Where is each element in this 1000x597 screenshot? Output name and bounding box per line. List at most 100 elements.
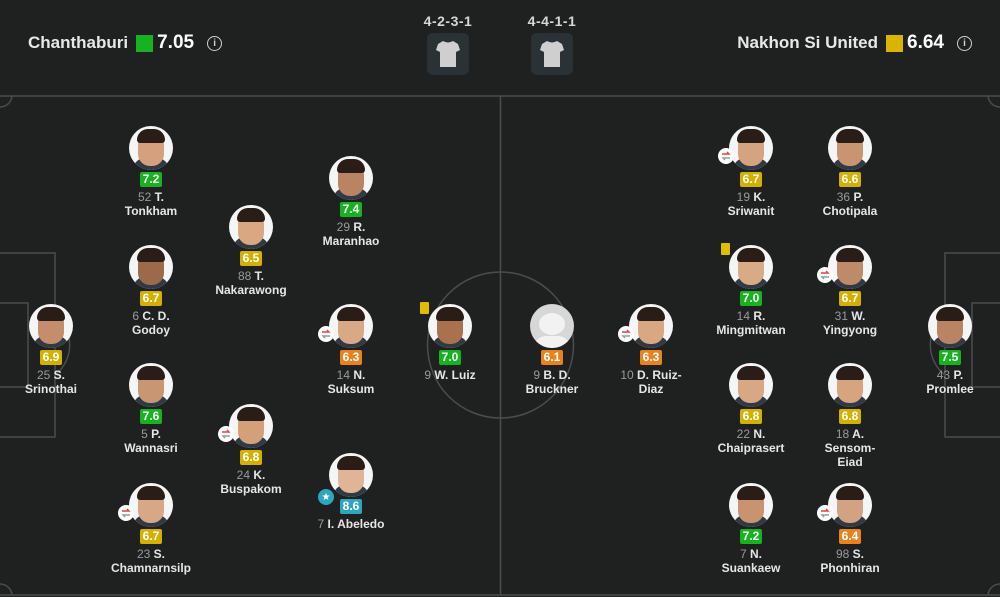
player-avatar[interactable] [928,304,972,348]
player-name: 23 S.Chamnarnsilp [110,547,191,575]
player-rating: 7.0 [739,291,763,306]
player-avatar[interactable] [718,126,773,170]
player-rating: 8.6 [339,499,363,514]
player-name: 5 P.Wannasri [124,427,178,455]
substitution-icon [218,426,234,442]
player-rating: 6.3 [339,350,363,365]
away-player[interactable]: 7.5 43 P.Promlee [895,304,1000,396]
player-number: 88 [237,269,252,283]
player-avatar[interactable] [329,156,373,200]
player-name: 88 T.Nakarawong [215,269,287,297]
player-avatar[interactable] [420,302,472,348]
match-header: Chanthaburi 7.05 i 4-2-3-1 4-4-1-1 Nakho… [0,0,1000,95]
player-name: 6 C. D.Godoy [132,309,170,337]
player-rating: 7.2 [139,172,163,187]
info-icon[interactable]: i [957,35,972,51]
player-rating: 6.7 [139,291,163,306]
away-team-summary[interactable]: Nakhon Si United 6.64 i [737,32,972,54]
player-name: 9 W. Luiz [424,368,476,382]
home-team-rating: 7.05 [157,32,195,53]
home-team-name[interactable]: Chanthaburi [28,33,129,52]
player-avatar[interactable] [721,243,773,289]
away-team-rating: 6.64 [907,32,944,53]
player-avatar[interactable] [218,404,273,448]
player-name: 14 R.Mingmitwan [716,309,786,337]
substitution-icon [817,505,833,521]
away-team-name[interactable]: Nakhon Si United [737,33,879,52]
player-avatar[interactable] [129,126,173,170]
home-rating-badge-icon [136,34,154,52]
player-number: 24 [236,468,250,482]
info-icon[interactable]: i [207,35,223,51]
player-avatar[interactable] [29,304,73,348]
player-rating: 7.5 [938,350,962,365]
player-avatar[interactable] [828,126,872,170]
player-number: 9 [533,368,540,382]
player-name: 14 N.Suksum [327,368,375,396]
player-rating: 6.8 [838,409,862,424]
player-name: 18 A.Sensom-Eiad [824,427,876,469]
player-number: 10 [620,368,634,382]
away-formation: 4-4-1-1 [517,13,587,75]
player-avatar[interactable] [618,304,673,348]
player-rating: 6.1 [540,350,564,365]
player-avatar[interactable] [129,245,173,289]
home-player[interactable]: 6.9 25 S.Srinothai [0,304,106,396]
player-name: 43 P.Promlee [926,368,974,396]
player-rating: 7.2 [739,529,763,544]
player-name: 25 S.Srinothai [24,368,77,396]
player-avatar[interactable] [729,363,773,407]
player-avatar[interactable] [318,304,373,348]
player-avatar[interactable] [229,205,273,249]
player-name: 22 N.Chaiprasert [717,427,785,455]
home-team-summary[interactable]: Chanthaburi 7.05 i [28,32,223,54]
home-player[interactable]: 7.0 9 W. Luiz [395,302,505,382]
home-player[interactable]: ★8.6 7 I. Abeledo [296,453,406,531]
player-number: 9 [424,368,431,382]
player-number: 18 [835,427,850,441]
player-rating: 6.9 [39,350,63,365]
away-player[interactable]: 6.8 18 A.Sensom-Eiad [795,363,905,469]
player-rating: 7.0 [438,350,462,365]
substitution-icon [618,326,634,342]
yellow-card-icon [721,243,730,255]
player-number: 43 [936,368,951,382]
player-avatar[interactable] [129,363,173,407]
away-formation-label: 4-4-1-1 [527,13,577,29]
player-avatar[interactable]: ★ [318,453,373,505]
home-formation: 4-2-3-1 [413,13,483,75]
substitution-icon [318,326,334,342]
player-number: 5 [141,427,148,441]
player-number: 36 [836,190,851,204]
home-formation-label: 4-2-3-1 [423,13,473,29]
player-name: 7 I. Abeledo [317,517,385,531]
yellow-card-icon [420,302,429,314]
away-player[interactable]: 7.2 7 N.Suankaew [696,483,806,575]
player-avatar-placeholder-icon[interactable] [530,304,574,348]
player-avatar[interactable] [817,245,872,289]
player-avatar[interactable] [729,483,773,527]
player-number: 31 [834,309,848,323]
player-name: 10 D. Ruiz-Diaz [620,368,682,396]
player-avatar[interactable] [828,363,872,407]
away-player[interactable]: 7.0 14 R.Mingmitwan [696,243,806,337]
player-avatar[interactable] [817,483,872,527]
player-name: 7 N.Suankaew [721,547,781,575]
home-player[interactable]: 6.7 6 C. D.Godoy [96,245,206,337]
player-avatar[interactable] [118,483,173,527]
home-player[interactable]: 6.3 14 N.Suksum [296,304,406,396]
player-number: 14 [736,309,750,323]
